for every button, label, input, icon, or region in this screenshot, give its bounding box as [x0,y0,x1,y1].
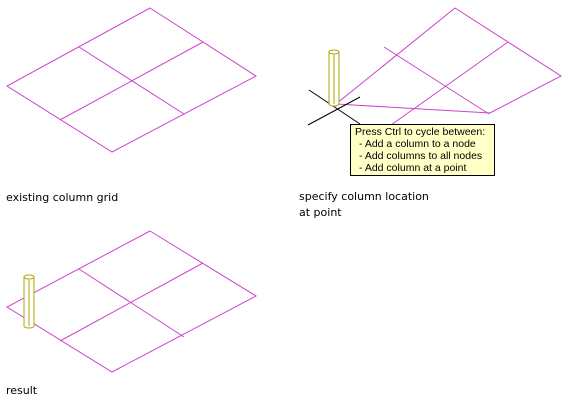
result-column-grid [5,230,258,373]
grid-line-vertical [78,46,185,115]
crosshair-cursor-icon [307,89,361,126]
grid-outline [5,230,258,373]
column-icon [23,274,35,329]
tooltip-item-add-column-to-node: - Add a column to a node [359,138,476,150]
caption-existing-column-grid: existing column grid [6,191,119,204]
grid-line-vertical [383,46,490,115]
grid-outline [334,7,562,114]
ctrl-cycle-tooltip: Press Ctrl to cycle between: - Add a col… [350,124,495,176]
caption-result: result [6,384,38,397]
tooltip-item-add-column-at-point: - Add column at a point [359,162,467,174]
column-icon [328,49,340,107]
existing-column-grid [6,7,257,153]
caption-specify-column-location-line2: at point [299,206,342,219]
tooltip-item-add-columns-to-all-nodes: - Add columns to all nodes [359,150,483,162]
specify-column-grid [334,7,562,126]
grid-line-horizontal [390,41,509,126]
grid-line-horizontal [59,262,204,342]
grid-line-vertical [78,268,185,338]
caption-specify-column-location: specify column location [299,190,429,203]
grid-outline [6,7,257,153]
tooltip-header: Press Ctrl to cycle between: [355,126,486,138]
